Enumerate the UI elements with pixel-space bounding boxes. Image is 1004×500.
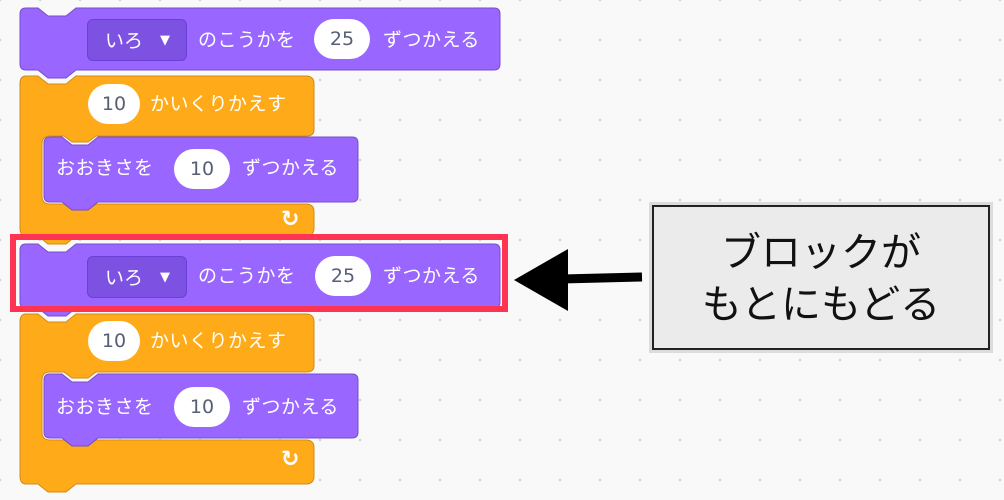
callout-line-1: ブロックが bbox=[721, 230, 921, 276]
size-block-label-suffix: ずつかえる bbox=[242, 157, 339, 179]
dropdown-arrow-icon: ▼ bbox=[160, 33, 170, 48]
size-block-label: おおきさを bbox=[56, 396, 154, 418]
dropdown-arrow-icon: ▼ bbox=[160, 270, 170, 285]
dropdown-value: いろ bbox=[105, 30, 144, 52]
annotation-callout: ブロックが もとにもどる bbox=[652, 205, 990, 350]
callout-line-2: もとにもどる bbox=[701, 282, 941, 328]
dropdown-value: いろ bbox=[105, 267, 144, 289]
loop-arrow-icon: ↻ bbox=[281, 207, 300, 232]
effect-block-label-suffix: ずつかえる bbox=[383, 29, 480, 51]
repeat-block-shape[interactable] bbox=[19, 313, 315, 493]
loop-arrow-icon: ↻ bbox=[281, 447, 300, 472]
callout-arrow-icon bbox=[514, 249, 643, 311]
effect-block-label: のこうかを bbox=[198, 29, 296, 51]
repeat-count-input[interactable]: 10 bbox=[88, 84, 140, 124]
effect-block-label-suffix: ずつかえる bbox=[383, 265, 480, 287]
size-block-label-suffix: ずつかえる bbox=[242, 396, 339, 418]
repeat-block-label: かいくりかえす bbox=[150, 93, 287, 115]
effect-dropdown[interactable]: いろ ▼ bbox=[87, 19, 187, 61]
effect-value-input[interactable]: 25 bbox=[314, 19, 370, 59]
size-value-input[interactable]: 10 bbox=[174, 149, 230, 189]
repeat-count-input[interactable]: 10 bbox=[88, 321, 140, 361]
highlight-box bbox=[10, 234, 508, 312]
effect-dropdown[interactable]: いろ ▼ bbox=[87, 256, 187, 298]
size-value-input[interactable]: 10 bbox=[174, 387, 230, 427]
effect-block-label: のこうかを bbox=[198, 265, 296, 287]
size-block-label: おおきさを bbox=[56, 157, 154, 179]
repeat-block-label: かいくりかえす bbox=[150, 330, 287, 352]
effect-value-input[interactable]: 25 bbox=[315, 256, 371, 296]
